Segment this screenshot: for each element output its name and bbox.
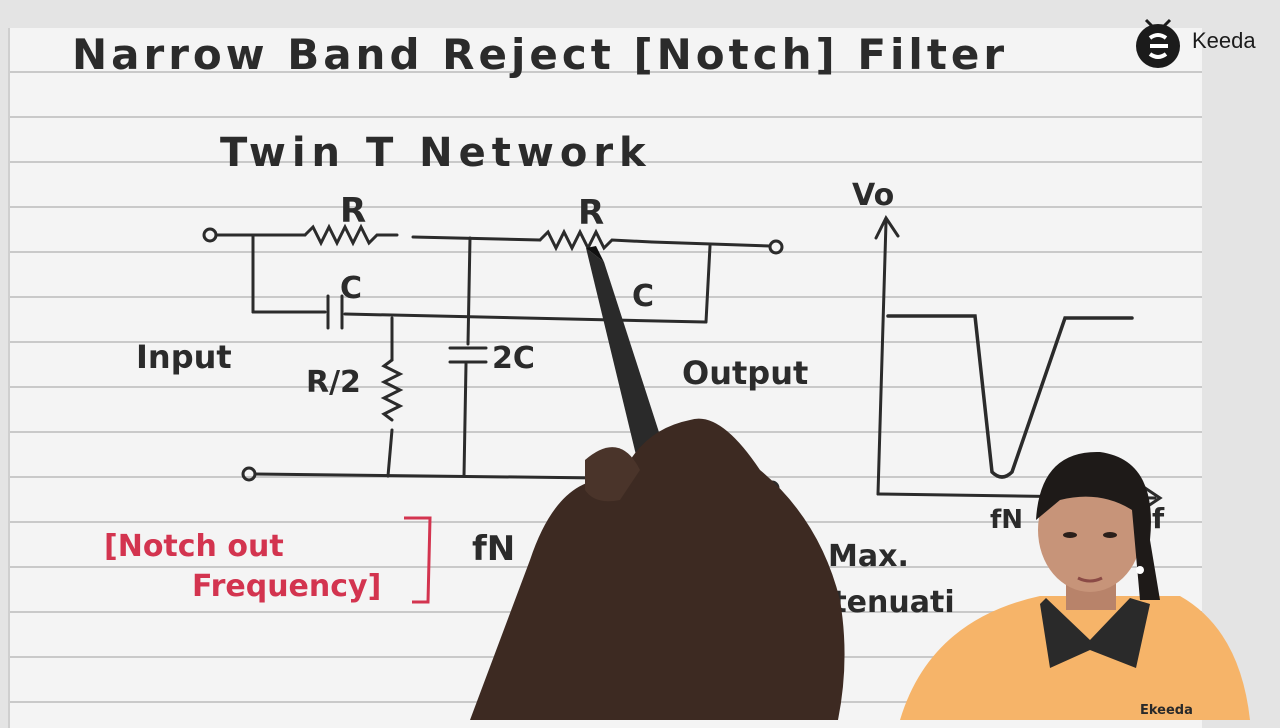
label-r1: R [340,191,366,231]
notch-note-line1: [Notch out [104,529,284,564]
resistor-r1 [303,223,399,247]
resistor-r-half [380,358,404,422]
output-label: Output [682,354,808,392]
input-label: Input [136,338,232,376]
label-2c: 2C [492,341,535,376]
notch-response-curve [886,314,1134,479]
board-title: Narrow Band Reject [Notch] Filter [72,30,1009,79]
presenter [900,451,1250,720]
whiteboard-paper [8,28,1202,728]
board-subtitle: Twin T Network [220,130,652,176]
graph-x-label: f [1152,502,1165,535]
label-c-right: C [632,279,654,314]
logo-text: Keeda [1192,28,1256,53]
graph-y-axis [876,220,888,496]
shirt-logo-text: Ekeeda [1140,703,1193,718]
notch-note-line2: Frequency] [192,569,381,604]
label-c-top: C [340,271,362,306]
max-text: Max. [828,539,909,574]
presenter-hair [1036,451,1160,600]
presenter-shirt [900,596,1250,720]
label-r2: R [578,193,604,233]
formula-fragment: fN [472,529,515,569]
ekeeda-logo [1136,18,1180,68]
label-r-half: R/2 [306,365,361,400]
graph-notch-label: fN [990,505,1023,535]
pen-and-hand [470,246,845,720]
input-terminal-bottom [241,466,257,482]
graph-y-label: Vo [852,178,894,213]
input-terminal-top [202,227,218,243]
presenter-collar [1040,598,1150,668]
presenter-hand [470,418,845,720]
resistor-r2 [538,228,654,252]
output-terminal-top [768,239,784,255]
